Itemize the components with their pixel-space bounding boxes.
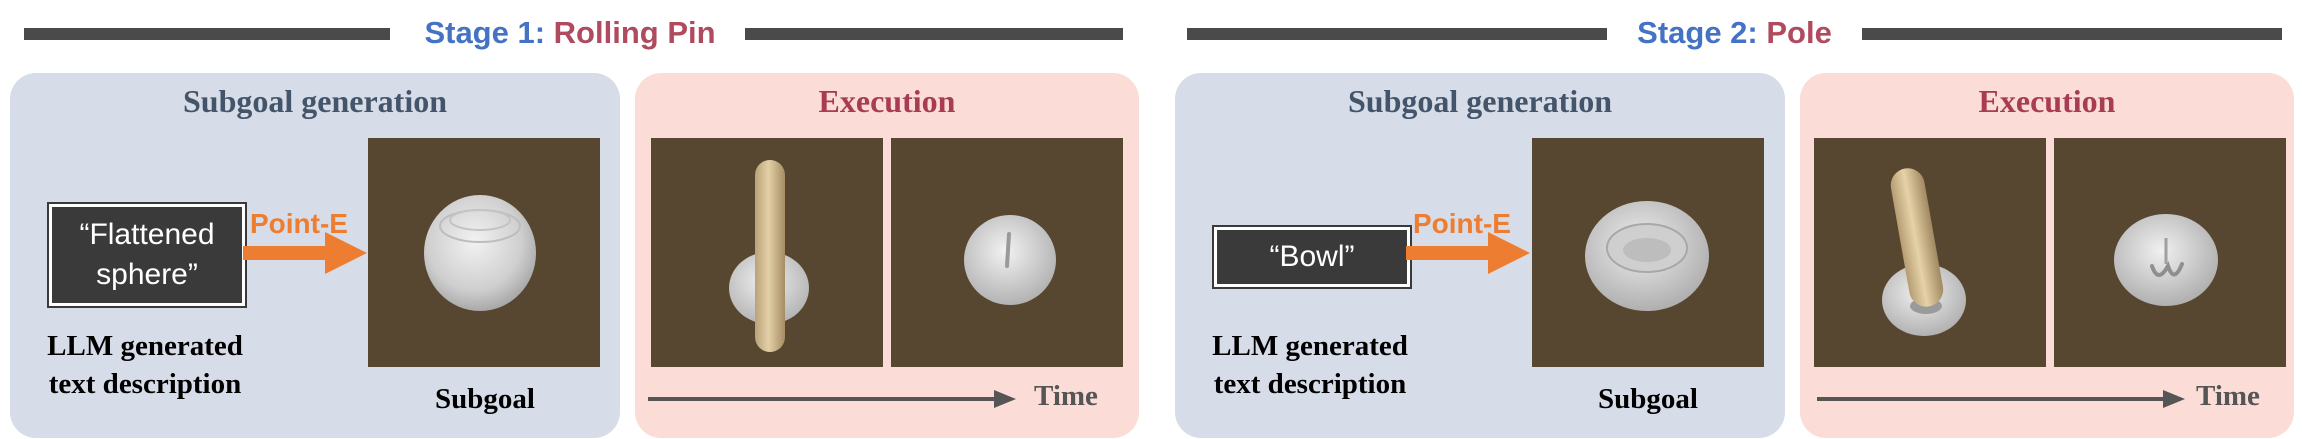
stage-1-time-label: Time	[1034, 380, 1098, 412]
stage-1-method-label: Point-E	[250, 208, 348, 239]
stage-2-llm-caption-line1: LLM generated	[1212, 330, 1408, 362]
stage-2-left-rule	[1187, 28, 1607, 40]
stage-2-right-rule	[1862, 28, 2282, 40]
stage-2-execution-frame-2	[2054, 138, 2286, 367]
stage-2-subgoal-caption: Subgoal	[1598, 383, 1698, 415]
stage-2-execution-title: Execution	[1978, 83, 2116, 119]
stage-2-time-label: Time	[2196, 380, 2260, 412]
stage-1-prompt-box: “Flattened sphere”	[47, 202, 247, 308]
stage-1-llm-caption-line1: LLM generated	[47, 330, 243, 362]
stage-2-prompt-box: “Bowl”	[1212, 225, 1412, 289]
stage-1-subgoal-image	[368, 138, 600, 367]
stage-1-execution-frame-2	[891, 138, 1123, 367]
stage-2-llm-caption: LLM generated text description	[1195, 327, 1425, 403]
stage-2-subgoal-image	[1532, 138, 1764, 367]
stage-1-prompt-line2: sphere”	[96, 258, 198, 291]
stage-1-title: Stage 1: Rolling Pin	[400, 8, 740, 58]
stage-2-time-arrow-icon	[1817, 390, 2185, 408]
stage-2-number: Stage 2:	[1637, 15, 1758, 50]
stage-2-prompt-line1: “Bowl”	[1269, 240, 1355, 273]
stage-1-llm-caption-line2: text description	[48, 368, 242, 400]
stage-2-name: Pole	[1766, 15, 1832, 50]
stage-1-number: Stage 1:	[424, 15, 546, 50]
stage-1-subgoal-caption: Subgoal	[435, 383, 535, 415]
stage-1-execution-title: Execution	[818, 83, 956, 119]
stage-1-execution-frame-1	[651, 138, 883, 367]
stage-1-llm-caption: LLM generated text description	[30, 327, 260, 403]
stage-2-title: Stage 2: Pole	[1612, 8, 1857, 58]
stage-2-orange-arrow-icon	[1406, 232, 1530, 274]
stage-2-generation-title: Subgoal generation	[1347, 83, 1613, 119]
stage-1-name: Rolling Pin	[553, 15, 716, 50]
stage-2-llm-caption-line2: text description	[1213, 368, 1407, 400]
stage-2-method-label: Point-E	[1413, 208, 1511, 239]
stage-1-left-rule	[24, 28, 390, 40]
stage-2-execution-frame-1	[1814, 138, 2046, 367]
stage-1-orange-arrow-icon	[243, 232, 367, 274]
stage-1-time-arrow-icon	[648, 390, 1016, 408]
stage-1-prompt-line1: “Flattened	[79, 218, 215, 251]
stage-1-right-rule	[745, 28, 1123, 40]
stage-1-generation-title: Subgoal generation	[182, 83, 448, 119]
